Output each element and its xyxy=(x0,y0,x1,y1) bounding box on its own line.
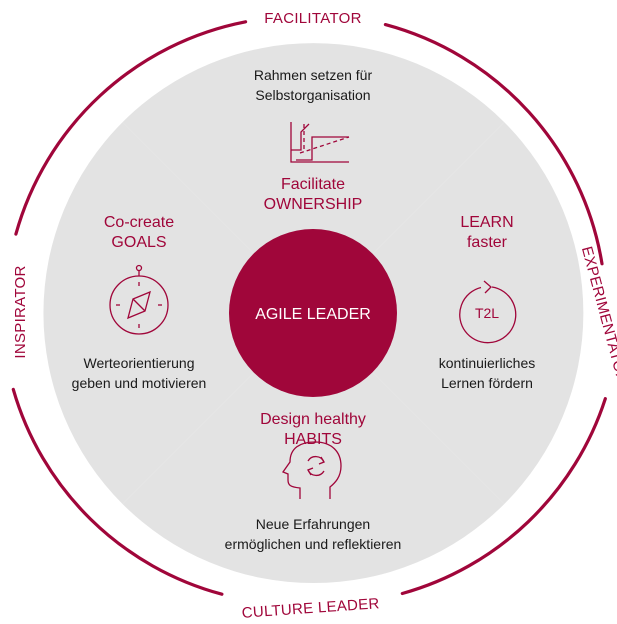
segment-top xyxy=(122,43,505,257)
ring-label-bottom: CULTURE LEADER xyxy=(241,595,380,622)
bottom-description-line-1: Neue Erfahrungen xyxy=(256,516,370,532)
left-title-line-2: GOALS xyxy=(111,234,166,251)
bottom-description-line-2: ermöglichen und reflektieren xyxy=(225,536,402,552)
top-description-line-1: Rahmen setzen für xyxy=(254,67,373,83)
stepped-line-chart-icon xyxy=(290,122,350,163)
head-cycle-icon xyxy=(281,441,342,499)
segments xyxy=(43,43,584,584)
center-label: AGILE LEADER xyxy=(255,306,371,323)
right-description-line-1: kontinuierliches xyxy=(439,355,536,371)
left-description-line-2: geben und motivieren xyxy=(72,375,207,391)
compass-icon xyxy=(109,264,169,335)
bottom-title-line-2: HABITS xyxy=(284,431,342,448)
segment-left xyxy=(43,122,257,504)
ring-label-top: FACILITATOR xyxy=(264,10,361,27)
cycle-icon xyxy=(459,280,517,344)
segment-bottom xyxy=(122,369,505,584)
outer-ring-arc-bottom-right xyxy=(400,397,607,596)
left-title-line-1: Co-create xyxy=(104,214,174,231)
ring-label-left: INSPIRATOR xyxy=(12,265,29,358)
top-description-line-2: Selbstorganisation xyxy=(255,87,370,103)
cycle-icon-label: T2L xyxy=(475,305,499,321)
right-description-line-2: Lernen fördern xyxy=(441,375,533,391)
left-description-line-1: Werteorientierung xyxy=(83,355,194,371)
right-title-line-2: faster xyxy=(467,234,508,251)
outer-ring xyxy=(11,20,607,596)
top-title-line-2: OWNERSHIP xyxy=(264,196,363,213)
outer-ring-arc-bottom-left xyxy=(11,387,224,596)
outer-ring-arc-top-right xyxy=(383,23,604,266)
right-title-line-1: LEARN xyxy=(460,214,513,231)
ring-label-right: EXPERIMENTATOR xyxy=(578,245,617,385)
bottom-title-line-1: Design healthy xyxy=(260,411,366,428)
segment-right xyxy=(369,122,584,504)
top-title-line-1: Facilitate xyxy=(281,176,345,193)
outer-ring-arc-top-left xyxy=(14,20,248,236)
center-circle xyxy=(229,229,397,397)
